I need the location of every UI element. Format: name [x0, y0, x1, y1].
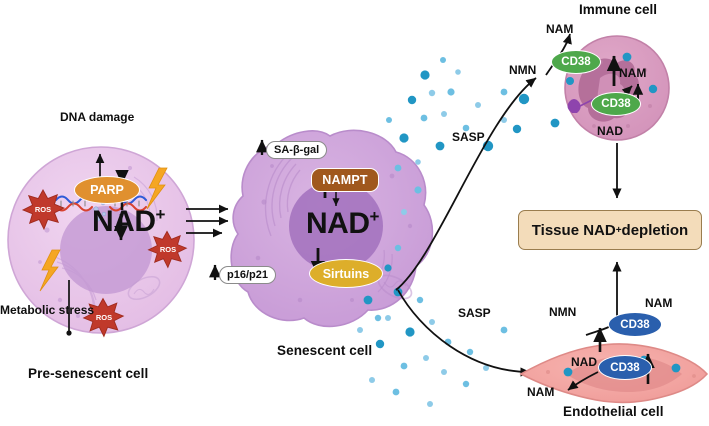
- endothelial-nad-label: NAD: [571, 355, 597, 369]
- sasp-particles-top: [386, 57, 530, 172]
- sasp-label-top: SASP: [452, 130, 485, 144]
- cd38-intracellular-badge-endothelial[interactable]: CD38: [598, 355, 652, 380]
- sasp-particles-intracell: [357, 186, 422, 333]
- senescent-nad-label: NAD+: [306, 207, 379, 240]
- sa-beta-gal-marker[interactable]: SA-β-gal: [266, 141, 328, 160]
- outcome-text-after: depletion: [621, 221, 689, 239]
- metabolic-stress-label: Metabolic stress: [0, 303, 95, 317]
- immune-nam-out-label: NAM: [546, 22, 574, 36]
- endothelial-nmn-in-label: NMN: [549, 305, 577, 319]
- outcome-text-before: Tissue NAD: [531, 221, 616, 239]
- tissue-nad-depletion-box: Tissue NAD+ depletion: [518, 210, 702, 250]
- senescent-cell-graphic: [209, 129, 434, 328]
- nampt-enzyme-badge[interactable]: NAMPT: [311, 168, 379, 192]
- presenescent-nad-label: NAD+: [92, 205, 165, 238]
- ros-label: ROS: [159, 245, 177, 254]
- immune-nmn-in-label: NMN: [509, 63, 537, 77]
- ros-label: ROS: [34, 205, 52, 214]
- ros-star-icon: [21, 189, 66, 231]
- ros-star-icon: [82, 297, 125, 338]
- immune-cell-title: Immune cell: [579, 2, 658, 17]
- sirtuins-enzyme-badge[interactable]: Sirtuins: [309, 259, 383, 288]
- sasp-particles-bottom: [363, 287, 508, 407]
- lightning-bolt-icon: [146, 167, 168, 210]
- cd38-intracellular-badge-immune[interactable]: CD38: [591, 92, 641, 116]
- presenescent-cell-label: Pre-senescent cell: [28, 366, 149, 381]
- ros-label: ROS: [95, 313, 113, 322]
- cd38-membrane-badge-endothelial[interactable]: CD38: [608, 312, 662, 337]
- outcome-charge: +: [615, 224, 622, 236]
- endothelial-cell-title: Endothelial cell: [563, 404, 664, 419]
- sasp-arrow-to-immune: [395, 77, 537, 291]
- sasp-label-bottom: SASP: [458, 306, 491, 320]
- dna-damage-label: DNA damage: [60, 110, 135, 124]
- immune-nad-label: NAD: [597, 124, 623, 138]
- ros-star-icon: [147, 230, 188, 269]
- parp-enzyme-badge[interactable]: PARP: [74, 176, 140, 204]
- p16-p21-marker[interactable]: p16/p21: [219, 266, 276, 285]
- immune-nam-internal-label: NAM: [619, 66, 647, 80]
- endothelial-nam-internal-label: NAM: [527, 385, 555, 399]
- cd38-membrane-badge-immune[interactable]: CD38: [551, 50, 601, 74]
- endothelial-nam-out-label: NAM: [645, 296, 673, 310]
- lightning-bolt-icon: [39, 249, 61, 292]
- transition-arrows: [186, 204, 229, 238]
- sasp-arrow-to-endothelial: [397, 289, 531, 377]
- senescent-cell-label: Senescent cell: [277, 343, 373, 358]
